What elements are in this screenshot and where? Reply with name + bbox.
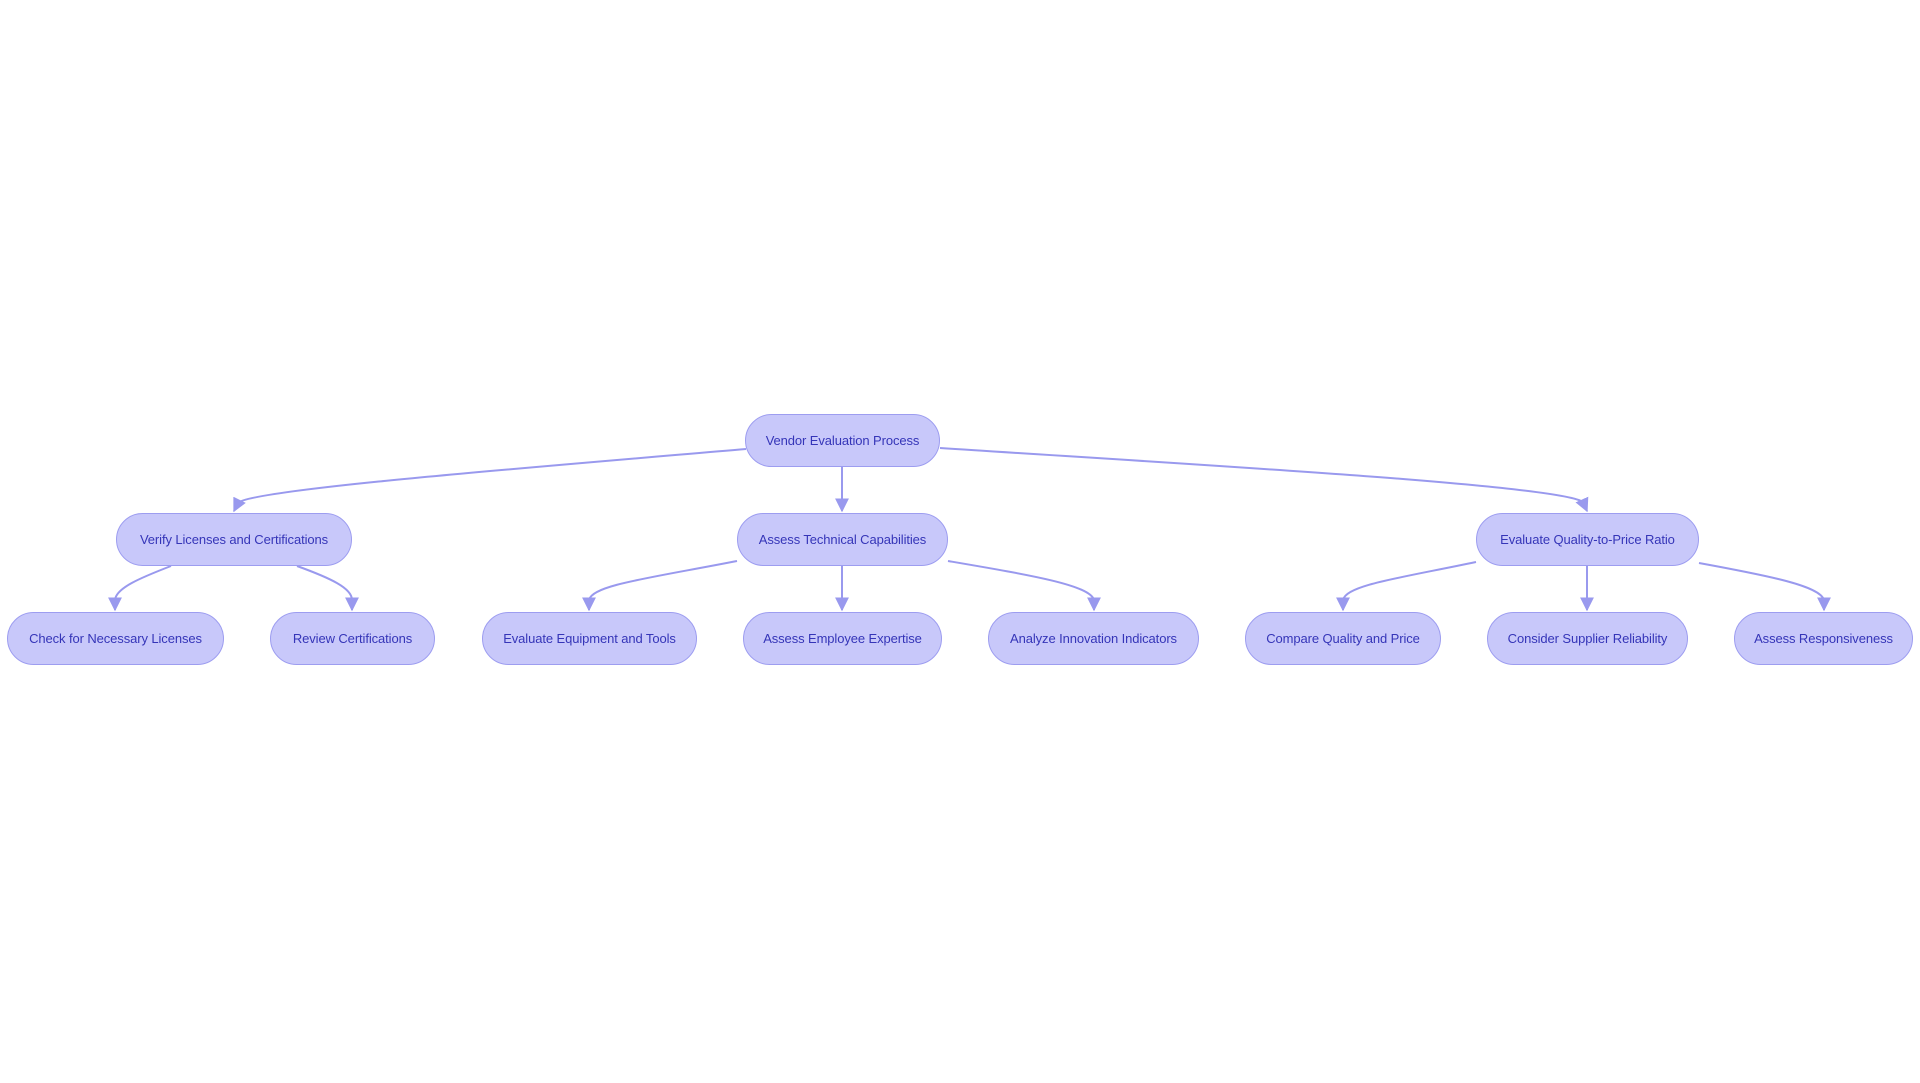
node-label: Evaluate Quality-to-Price Ratio [1500,532,1675,547]
node-vendor-evaluation-process: Vendor Evaluation Process [745,414,940,467]
node-verify-licenses-and-certifications: Verify Licenses and Certifications [116,513,352,566]
node-label: Assess Employee Expertise [763,631,922,646]
node-evaluate-equipment-and-tools: Evaluate Equipment and Tools [482,612,697,665]
node-label: Vendor Evaluation Process [765,433,920,448]
node-consider-supplier-reliability: Consider Supplier Reliability [1487,612,1688,665]
node-label: Verify Licenses and Certifications [139,532,329,547]
edge-root-verify [233,448,747,513]
node-analyze-innovation-indicators: Analyze Innovation Indicators [988,612,1199,665]
edge-quality-responsiveness [1698,562,1831,612]
node-compare-quality-and-price: Compare Quality and Price [1245,612,1441,665]
edge-technical-equipment [582,560,738,612]
node-label: Assess Technical Capabilities [758,532,927,547]
node-assess-responsiveness: Assess Responsiveness [1734,612,1913,665]
node-review-certifications: Review Certifications [270,612,435,665]
edge-quality-compare [1336,561,1477,612]
edge-root-quality [939,447,1589,513]
node-label: Assess Responsiveness [1754,631,1893,646]
node-label: Analyze Innovation Indicators [1010,631,1177,646]
node-check-for-necessary-licenses: Check for Necessary Licenses [7,612,224,665]
node-label: Compare Quality and Price [1266,631,1420,646]
node-label: Evaluate Equipment and Tools [503,631,676,646]
node-label: Review Certifications [292,631,413,646]
edge-verify-licenses [108,565,172,612]
node-evaluate-quality-to-price-ratio: Evaluate Quality-to-Price Ratio [1476,513,1699,566]
edge-technical-innovation [947,560,1101,612]
node-label: Check for Necessary Licenses [29,631,202,646]
node-label: Consider Supplier Reliability [1507,631,1668,646]
node-assess-technical-capabilities: Assess Technical Capabilities [737,513,948,566]
edge-verify-certs [296,565,359,612]
node-assess-employee-expertise: Assess Employee Expertise [743,612,942,665]
